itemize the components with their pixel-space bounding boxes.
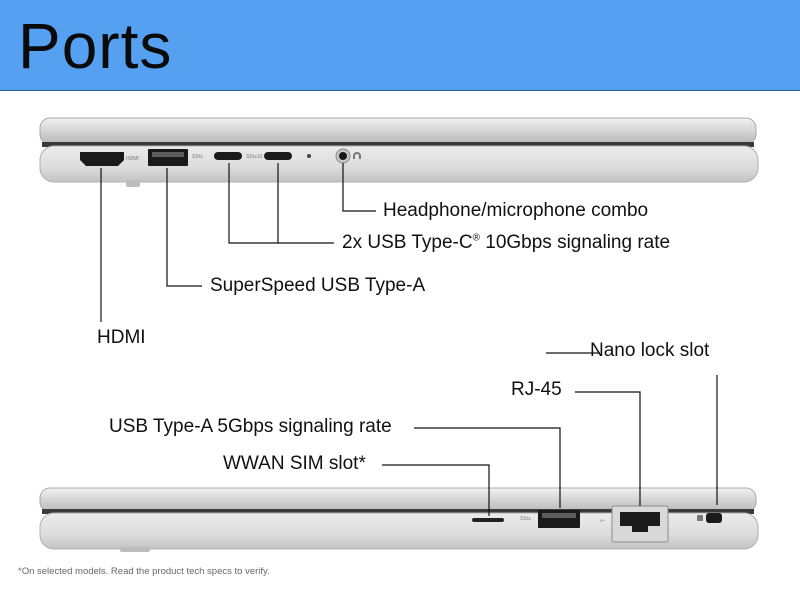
usb-a-mark: SS⇆ [192,154,203,160]
nano-lock-label: Nano lock slot [590,340,710,361]
usb-c-rate-text: 10Gbps signaling rate [479,232,671,253]
usb-a-5g-port-icon [538,510,580,528]
rj45-label: RJ-45 [511,379,562,400]
laptop-left-side: HDMI SS⇆ SS⇆10 [39,117,759,187]
laptop-right-side: SS⇆ ⟜ [39,487,759,552]
wwan-callout-line [382,464,490,516]
superspeed-callout-line [166,168,202,287]
hdmi-port-icon: HDMI [80,152,139,166]
usb-a-port-icon: SS⇆ [148,149,203,166]
usb-c-mark-2: SS⇆10 [246,154,263,160]
ports-diagram: HDMI SS⇆ SS⇆10 [39,117,759,552]
led-indicator-icon [307,154,311,158]
headphone-callout-line [342,163,376,212]
usb-c-port-icon-1 [214,152,242,160]
usb-a-5g-callout-line [414,427,561,508]
bottom-callout-lines [382,352,718,516]
hdmi-logo-mark: HDMI [126,156,139,162]
rj45-mark: ⟜ [600,518,605,524]
usb-a-5g-label: USB Type-A 5Gbps signaling rate [109,416,392,437]
rj45-callout-line [575,391,641,506]
hdmi-label: HDMI [97,327,146,348]
top-callout-lines [100,163,376,322]
usb-a-5g-mark: SS⇆ [520,516,531,522]
rj45-port-icon [611,505,669,543]
page-title: Ports [18,10,173,82]
headphone-label: Headphone/microphone combo [383,200,649,221]
superspeed-usb-label: SuperSpeed USB Type-A [210,275,426,296]
headphone-jack-icon [335,148,361,164]
usb-c-callout-line [228,163,279,244]
header-banner: Ports [0,0,800,91]
wwan-sim-label: WWAN SIM slot* [223,453,366,474]
usb-c-label: 2x USB Type-C® 10Gbps signaling rate [342,232,670,254]
footnote: *On selected models. Read the product te… [18,566,270,577]
usb-c-port-icon-2 [264,152,292,160]
nano-lock-slot-icon [697,513,722,523]
sim-slot-icon [472,518,504,522]
registered-mark: ® [472,232,480,244]
usb-c-label-text: 2x USB Type-C [342,232,473,253]
